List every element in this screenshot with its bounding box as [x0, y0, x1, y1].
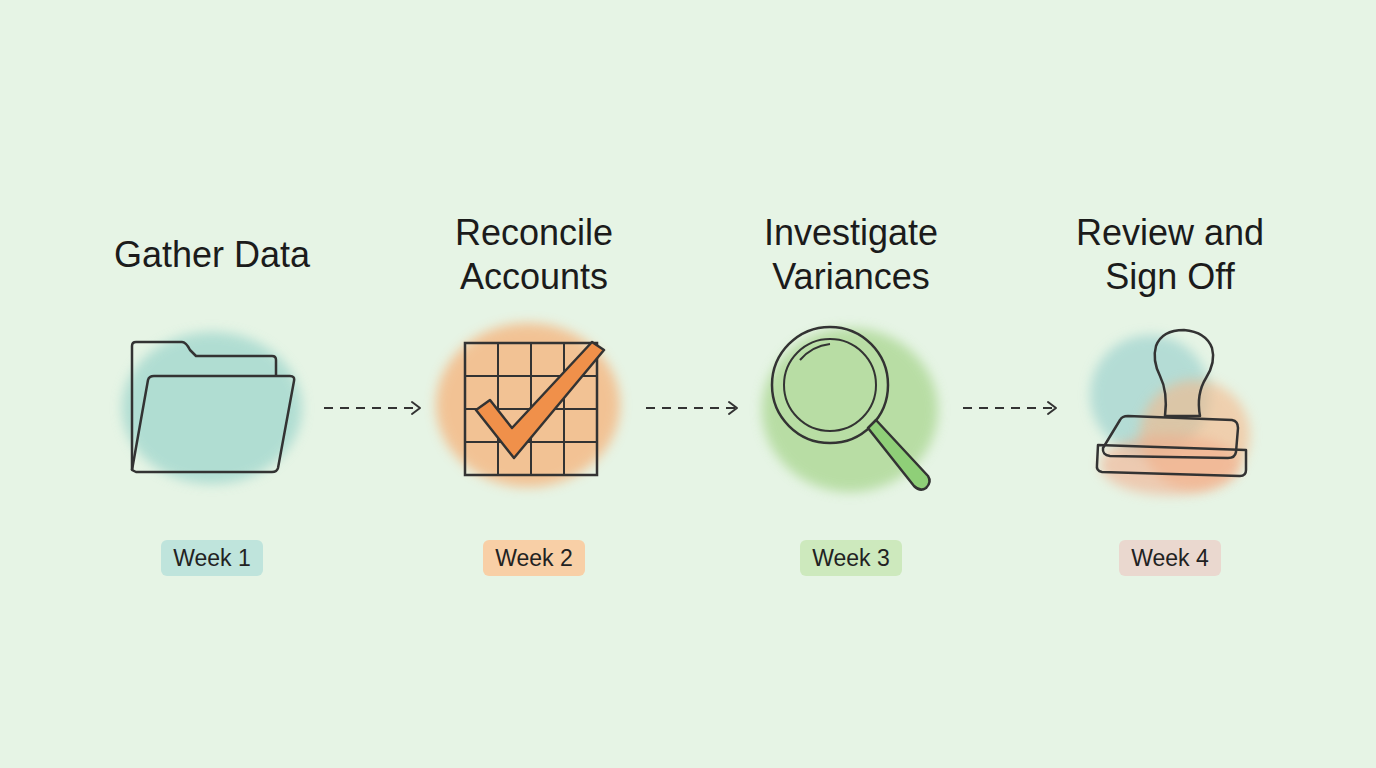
dashed-arrow — [963, 407, 1056, 409]
magnifier-icon — [762, 327, 938, 492]
dashed-arrow — [646, 407, 737, 409]
week-label: Week 4 — [1119, 540, 1221, 576]
process-step: Gather DataWeek 1 — [102, 206, 322, 590]
week-badge: Week 1 — [102, 540, 322, 576]
week-badge: Week 2 — [424, 540, 644, 576]
week-label: Week 1 — [161, 540, 263, 576]
week-badge: Week 4 — [1060, 540, 1280, 576]
dashed-arrow — [324, 407, 420, 409]
step-title-text: Reconcile Accounts — [424, 211, 644, 299]
step-title: Investigate Variances — [741, 210, 961, 300]
week-badge: Week 3 — [741, 540, 961, 576]
process-step: Review and Sign OffWeek 4 — [1060, 206, 1280, 590]
step-title: Gather Data — [102, 210, 322, 300]
week-label: Week 3 — [800, 540, 902, 576]
process-step: Investigate VariancesWeek 3 — [741, 206, 961, 590]
folder-icon — [122, 332, 302, 484]
step-title-text: Investigate Variances — [741, 211, 961, 299]
process-step: Reconcile AccountsWeek 2 — [424, 206, 644, 590]
reconcile-icon — [436, 323, 620, 487]
step-title-text: Review and Sign Off — [1060, 211, 1280, 299]
stamp-icon — [1090, 330, 1250, 495]
week-label: Week 2 — [483, 540, 585, 576]
step-title-text: Gather Data — [114, 233, 310, 277]
step-title: Review and Sign Off — [1060, 210, 1280, 300]
step-title: Reconcile Accounts — [424, 210, 644, 300]
